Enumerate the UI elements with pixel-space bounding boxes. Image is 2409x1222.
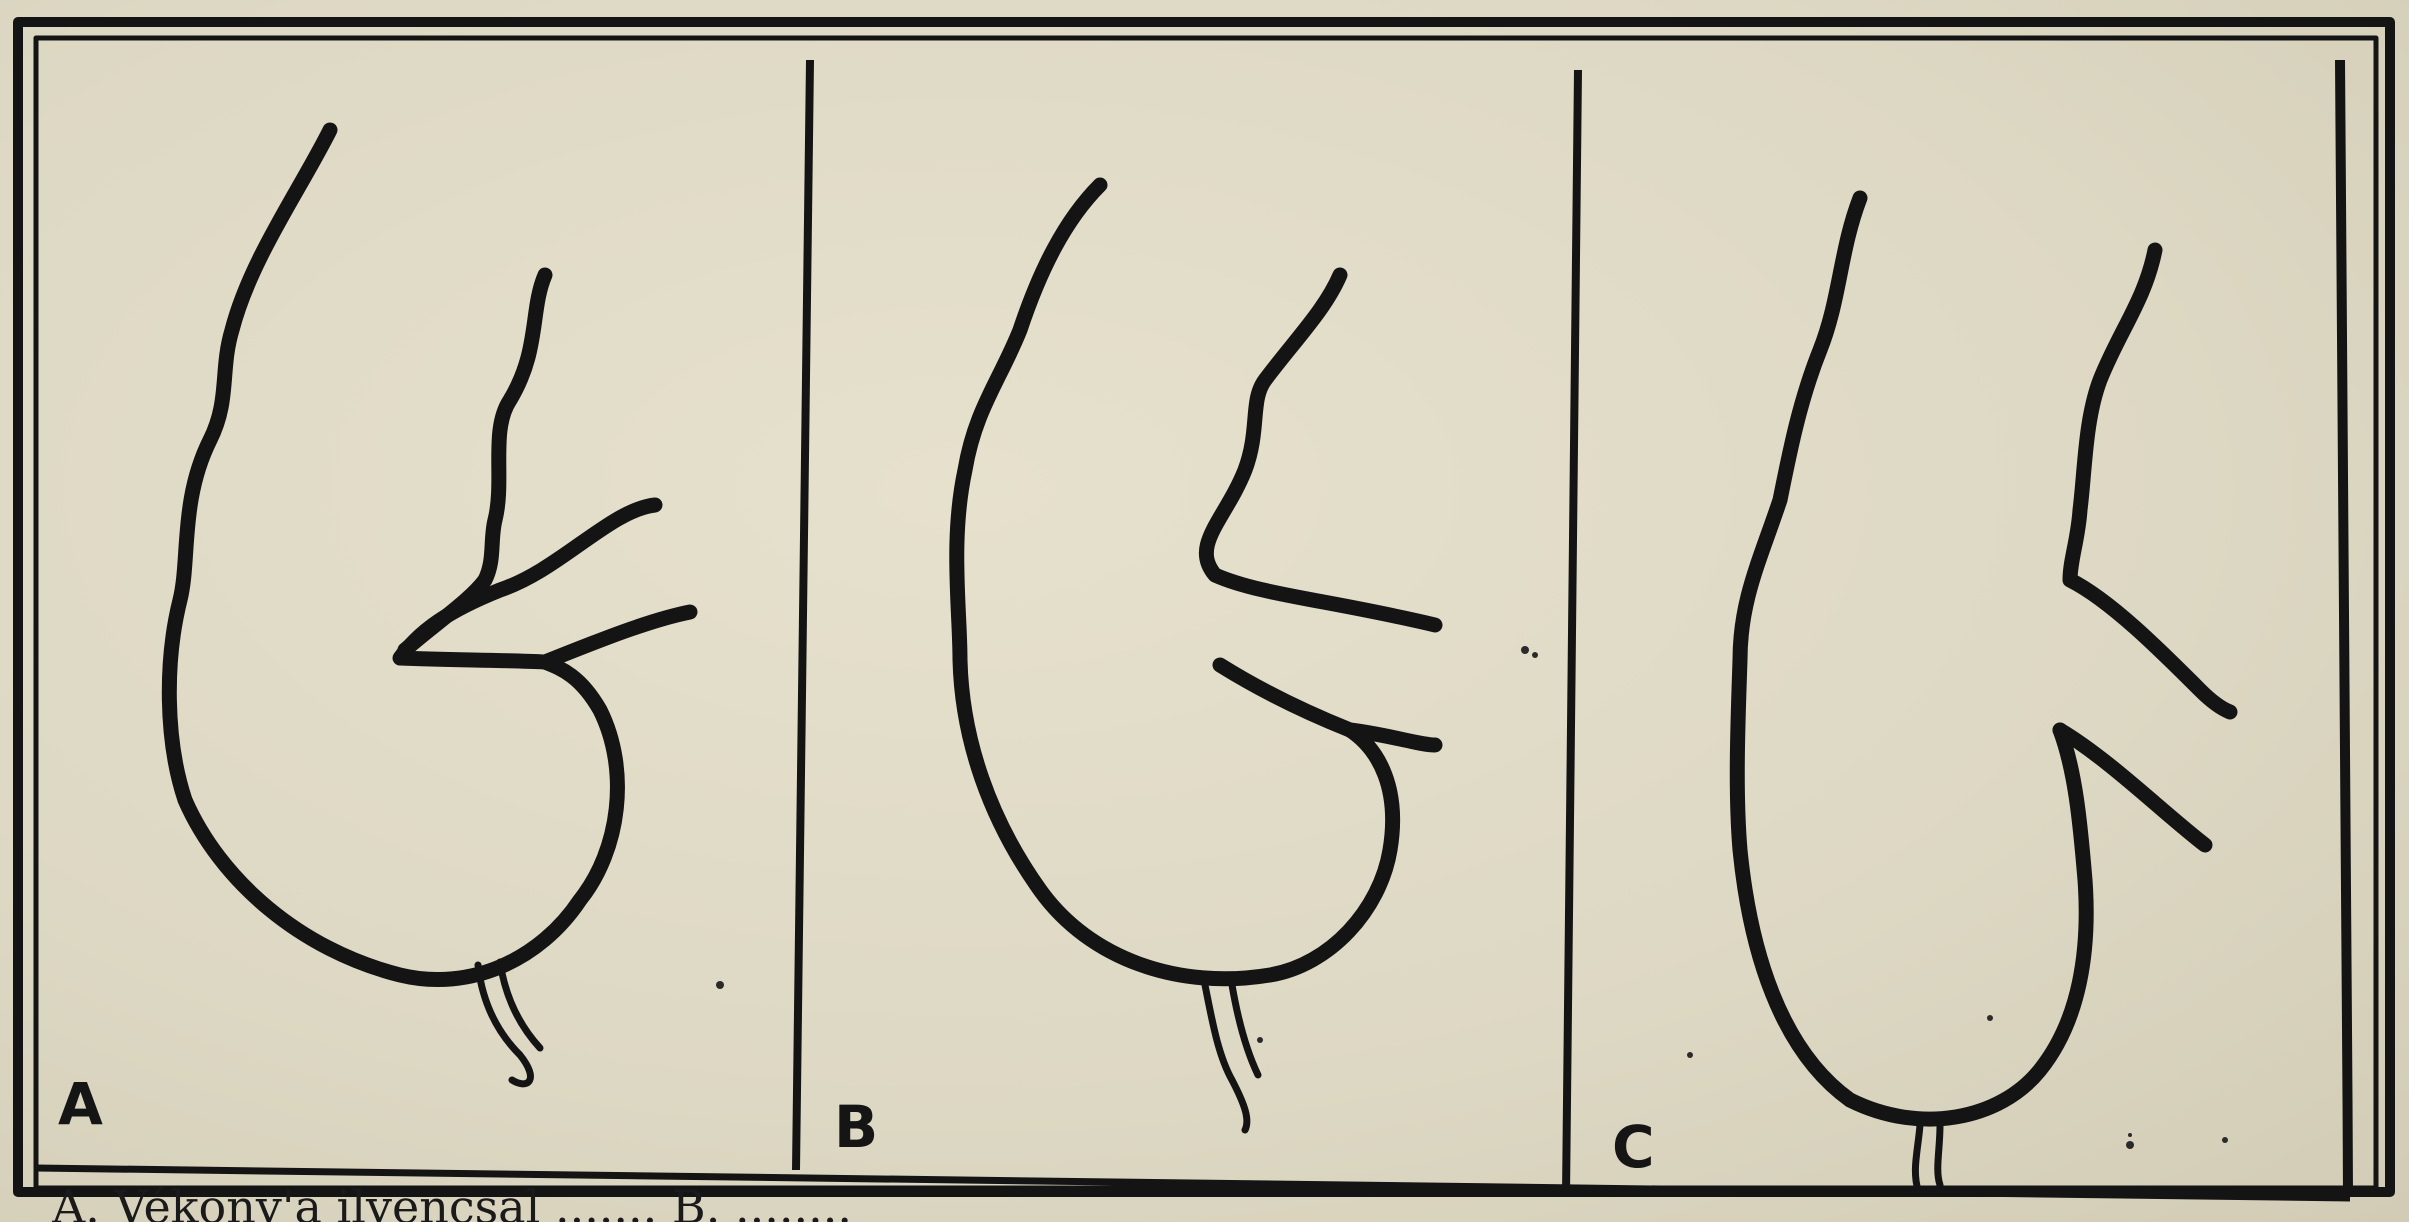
panel-label-a: A	[58, 1075, 103, 1133]
panel-a-sketch	[169, 130, 690, 1084]
panel-c-sketch	[1737, 198, 2230, 1190]
print-speckles	[716, 646, 2228, 1149]
figure-frame	[18, 22, 2390, 1198]
panel-label-c: C	[1612, 1118, 1655, 1176]
panel-label-b: B	[834, 1098, 878, 1156]
panel-dividers	[796, 60, 2348, 1195]
figure-caption: A. Vékony'a ilyencsal ....... B. .......…	[52, 1180, 2352, 1222]
panel-b-sketch	[957, 185, 1435, 1130]
